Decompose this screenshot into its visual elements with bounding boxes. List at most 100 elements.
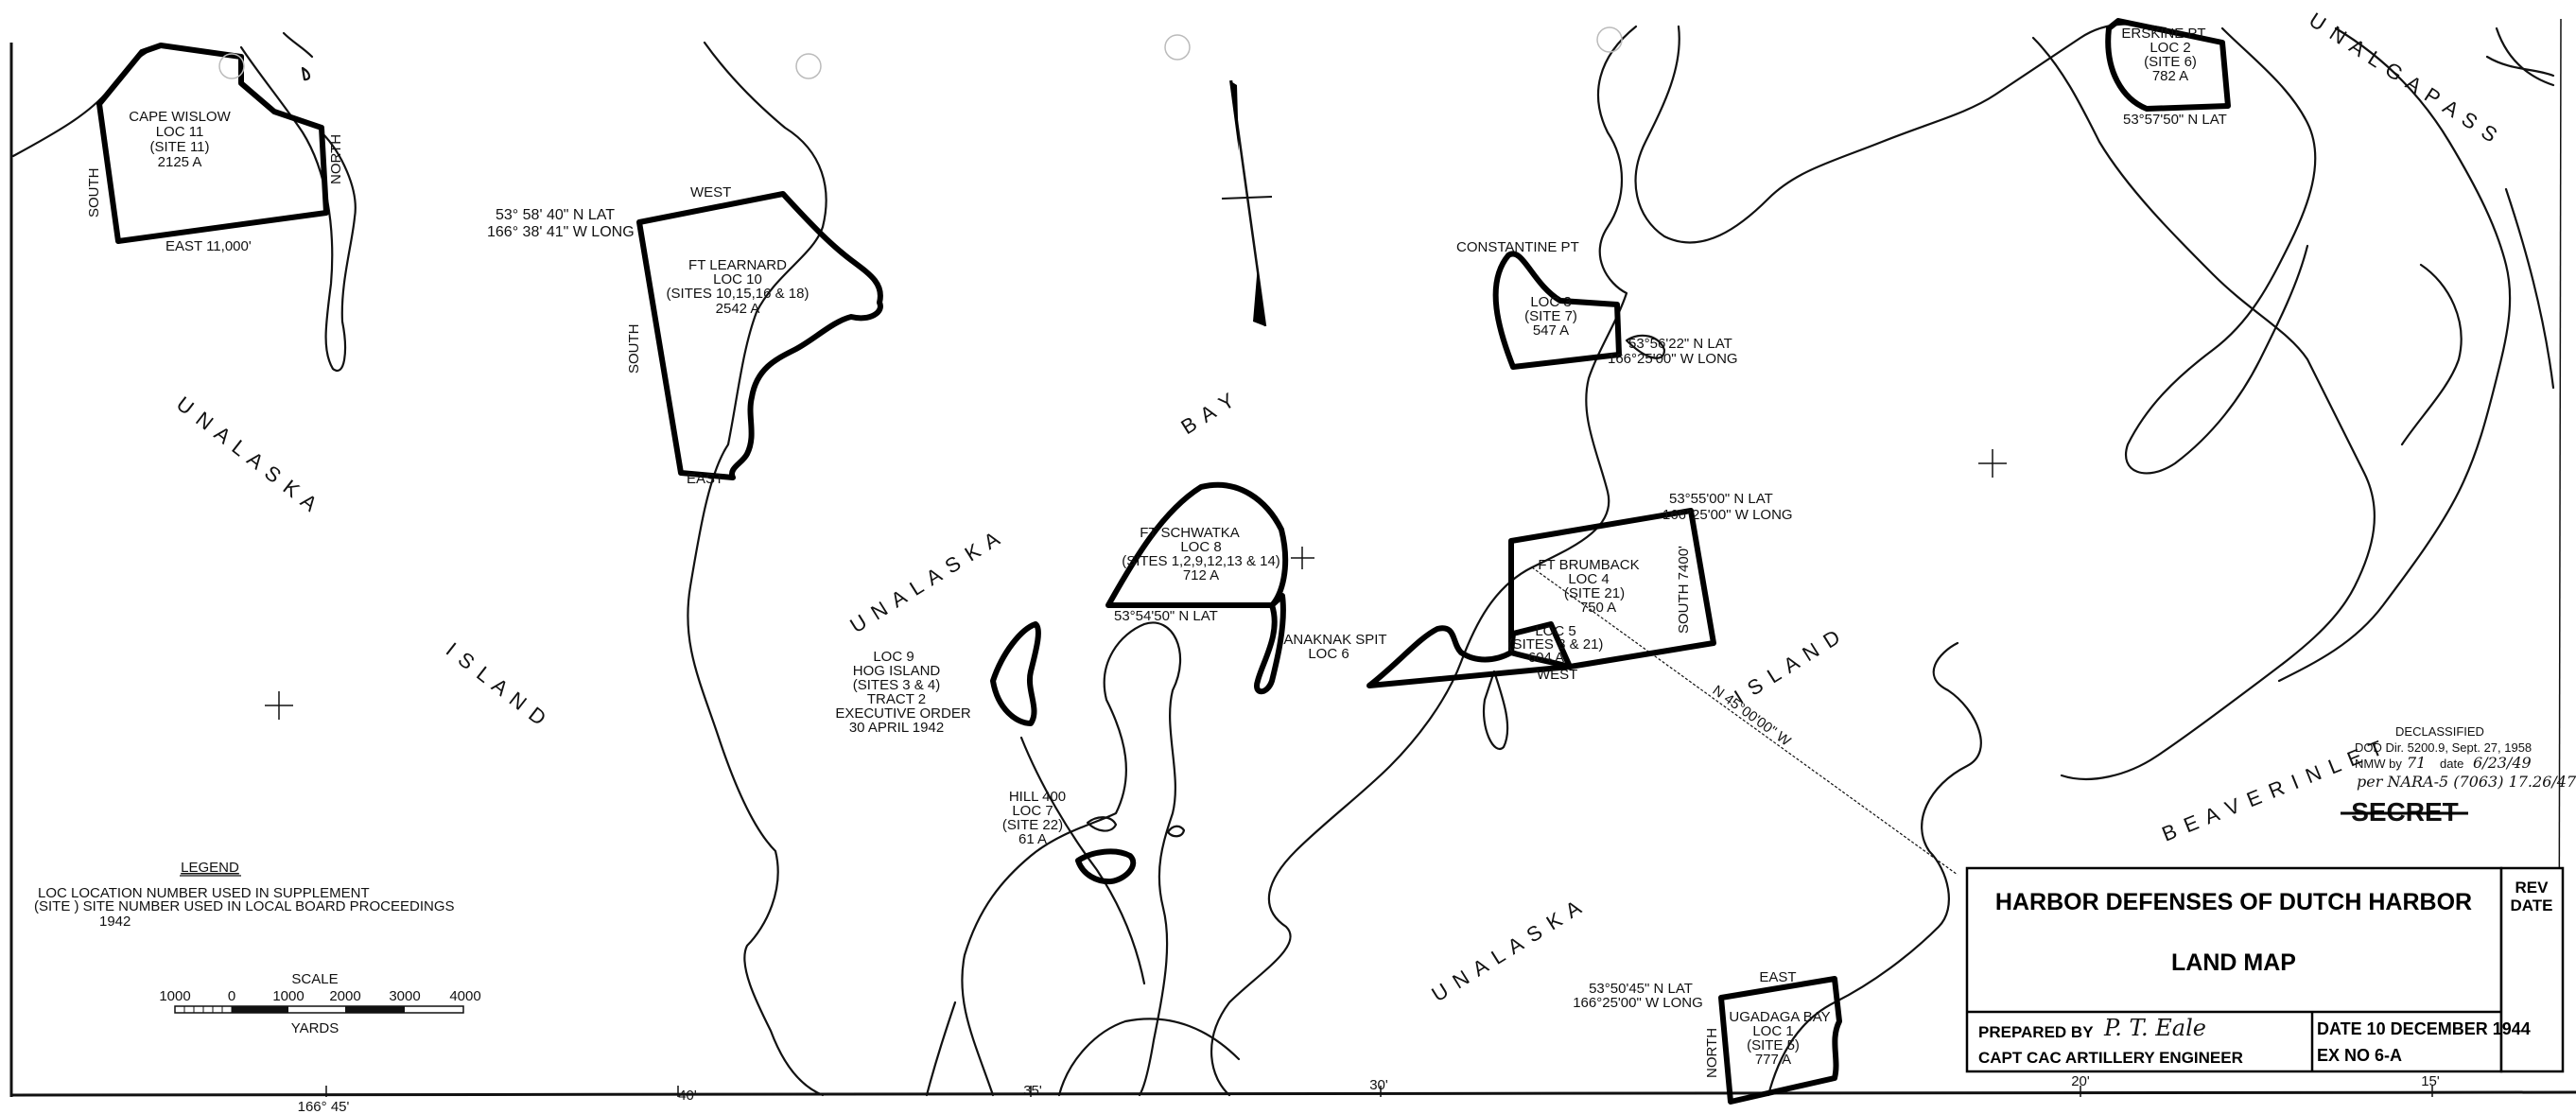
- loc5-site: (SITES 8 & 21): [1508, 636, 1604, 653]
- tract-hog-island: [990, 621, 1041, 726]
- title-block-date: DATE 10 DECEMBER 1944: [2317, 1019, 2531, 1038]
- title-block-date-label: DATE: [2510, 896, 2552, 914]
- loc5-west: WEST: [1537, 667, 1577, 683]
- ft-schwatka-labels: FT SCHWATKA LOC 8 (SITES 1,2,9,12,13 & 1…: [1114, 525, 1387, 662]
- loc5-loc: LOC 5: [1535, 623, 1575, 639]
- ft-learnard-labels: WEST 53° 58' 40" N LAT 166° 38' 41" W LO…: [487, 184, 809, 487]
- scale-bar: SCALE 1000 0 1000 2000 3000 4000 YARDS: [159, 971, 480, 1036]
- longitude-40: 40': [678, 1088, 697, 1104]
- ft-learnard-area: 2542 A: [716, 301, 760, 317]
- cape-wislow-site: (SITE 11): [149, 139, 209, 155]
- preparer-signature: P. T. Eale: [2103, 1015, 2206, 1041]
- ft-schwatka-name: FT SCHWATKA: [1140, 525, 1240, 541]
- title-block-rev: REV: [2515, 879, 2550, 896]
- ugadaga-north: NORTH: [1704, 1028, 1720, 1078]
- scale-tick-0: 1000: [159, 988, 190, 1004]
- loc3-area: 547 A: [1533, 322, 1569, 339]
- hog-island-sites: (SITES 3 & 4): [853, 677, 941, 693]
- cape-wislow-east: EAST 11,000': [165, 238, 252, 254]
- hill-400-loc: LOC 7: [1012, 803, 1053, 819]
- ft-brumback-labels: 53°55'00" N LAT 166°25'00" W LONG FT BRU…: [1508, 491, 1795, 750]
- preparer-title: CAPT CAC ARTILLERY ENGINEER: [1978, 1049, 2243, 1067]
- anaknak-name: ANAKNAK SPIT: [1283, 632, 1386, 648]
- punch-holes: [218, 26, 1623, 79]
- unalaska-island-east-2: I S L A N D: [1730, 624, 1845, 708]
- ft-schwatka-area: 712 A: [1183, 567, 1219, 583]
- hog-island-order-1: EXECUTIVE ORDER: [835, 705, 971, 722]
- stamp-handwritten-initials: 71: [2407, 754, 2426, 772]
- longitude-15: 15': [2421, 1073, 2440, 1089]
- constantine-pt-label: CONSTANTINE PT: [1456, 239, 1579, 255]
- erskine-site: (SITE 6): [2144, 54, 2197, 70]
- ugadaga-long: 166°25'00" W LONG: [1573, 995, 1703, 1011]
- ft-brumback-name: FT BRUMBACK: [1538, 557, 1639, 573]
- grid-crosses: [265, 449, 2007, 720]
- ugadaga-loc: LOC 1: [1752, 1023, 1793, 1039]
- hill-400-name: HILL 400: [1009, 789, 1066, 805]
- ft-brumback-loc: LOC 4: [1568, 571, 1609, 587]
- loc3-lat: 53°56'22" N LAT: [1628, 336, 1732, 352]
- unalaska-island-west-2: I S L A N D: [442, 637, 552, 731]
- tract-boundaries: [96, 18, 2231, 1105]
- unalaska-island-east-1: U N A L A S K A: [1427, 895, 1587, 1006]
- title-block-title: HARBOR DEFENSES OF DUTCH HARBOR: [1995, 889, 2472, 915]
- stamp-line-2: DOD Dir. 5200.9, Sept. 27, 1958: [2355, 740, 2532, 755]
- scale-tick-3: 2000: [329, 988, 360, 1004]
- hill-400-labels: HILL 400 LOC 7 (SITE 22) 61 A: [1002, 789, 1066, 847]
- longitude-30: 30': [1369, 1077, 1388, 1093]
- tract-ugadaga: [1718, 976, 1842, 1105]
- ugadaga-lat: 53°50'45" N LAT: [1589, 981, 1693, 997]
- loc5-area: 604 A: [1528, 650, 1564, 666]
- longitude-35: 35': [1023, 1083, 1042, 1099]
- ft-learnard-site: (SITES 10,15,16 & 18): [667, 286, 809, 302]
- legend-title: LEGEND: [181, 860, 239, 876]
- hill-400-area: 61 A: [1018, 831, 1047, 847]
- tract-cape-wislow: [96, 43, 329, 244]
- tract-erskine: [2105, 18, 2231, 112]
- longitude-ticks: 166° 45' 40' 35' 30' 20' 15': [298, 1073, 2440, 1114]
- erskine-labels: ERSKINE PT LOC 2 (SITE 6) 782 A 53°57'50…: [2121, 26, 2226, 128]
- tract-ft-learnard: [636, 191, 883, 480]
- ft-brumback-site: (SITE 21): [1564, 585, 1625, 601]
- longitude-166-45: 166° 45': [298, 1099, 350, 1114]
- ft-learnard-south: SOUTH: [626, 324, 642, 374]
- cape-wislow-south: SOUTH: [86, 168, 102, 218]
- ft-learnard-east: EAST: [687, 471, 723, 487]
- hog-island-tract: TRACT 2: [867, 691, 926, 707]
- ft-learnard-lat: 53° 58' 40" N LAT: [496, 207, 615, 223]
- ft-learnard-long: 166° 38' 41" W LONG: [487, 224, 635, 240]
- cape-wislow-loc: LOC 11: [156, 124, 204, 140]
- water-labels: U N A L A S K A B A Y U N A L G A P A S …: [845, 8, 2502, 845]
- scale-tick-4: 3000: [389, 988, 420, 1004]
- tract-ft-schwatka: [1105, 481, 1289, 608]
- ft-brumback-lat: 53°55'00" N LAT: [1669, 491, 1773, 507]
- legend-line-3: 1942: [99, 914, 131, 930]
- ugadaga-name: UGADAGA BAY: [1729, 1009, 1830, 1025]
- hog-island-loc: LOC 9: [873, 649, 914, 665]
- loc3-labels: CONSTANTINE PT LOC 3 (SITE 7) 547 A 53°5…: [1456, 239, 1738, 367]
- erskine-name: ERSKINE PT: [2121, 26, 2205, 42]
- tract-loc3: [1492, 251, 1622, 370]
- ft-brumback-long: 166°25'00" W LONG: [1662, 507, 1793, 523]
- tract-hill-400: [1075, 848, 1137, 885]
- hog-island-name: HOG ISLAND: [853, 663, 941, 679]
- cape-wislow-area: 2125 A: [158, 154, 202, 170]
- ft-schwatka-loc: LOC 8: [1180, 539, 1221, 555]
- erskine-loc: LOC 2: [2150, 40, 2190, 56]
- longitude-20: 20': [2071, 1073, 2090, 1089]
- stamp-line-1: DECLASSIFIED: [2395, 724, 2484, 739]
- ft-brumback-area: 750 A: [1580, 600, 1616, 616]
- legend-line-1: LOC LOCATION NUMBER USED IN SUPPLEMENT: [38, 885, 370, 901]
- unalaska-island-west-1: U N A L A S K A: [172, 392, 323, 517]
- scale-tick-1: 0: [228, 988, 235, 1004]
- ft-learnard-west: WEST: [690, 184, 731, 200]
- ft-brumback-south: SOUTH 7400': [1676, 546, 1692, 634]
- loc3-site: (SITE 7): [1524, 308, 1577, 324]
- unalaska-bay-label-2: B A Y: [1176, 387, 1240, 439]
- tract-anaknak-spit: [1254, 593, 1286, 695]
- stamp-line-4: per NARA-5 (7063) 17.26/47: [2357, 773, 2576, 791]
- scale-tick-2: 1000: [272, 988, 304, 1004]
- scale-units: YARDS: [291, 1020, 339, 1036]
- tract-loc5: [1366, 621, 1573, 688]
